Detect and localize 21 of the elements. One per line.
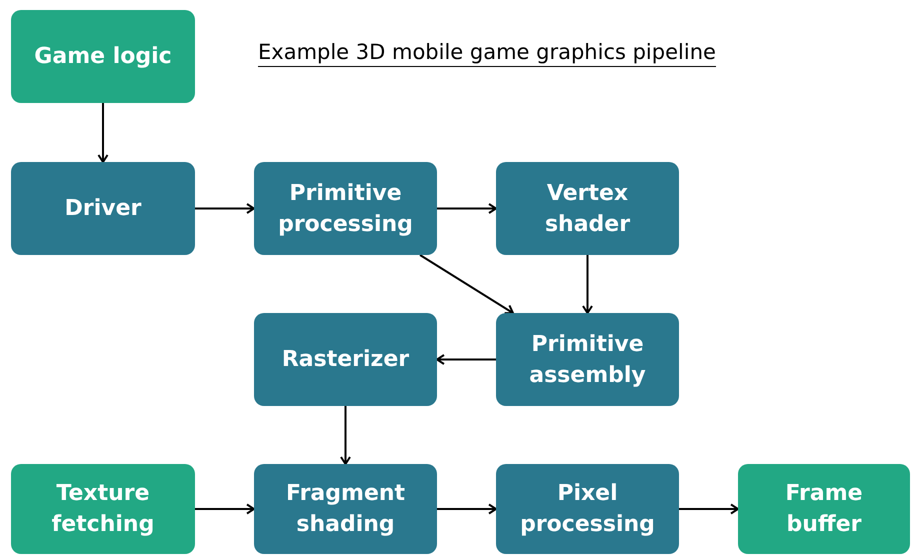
process-box: Vertex shader <box>496 162 679 255</box>
arrow <box>340 406 351 465</box>
arrow <box>679 504 739 514</box>
process-box: Game logic <box>11 10 195 103</box>
arrow <box>437 203 497 214</box>
process-box: Driver <box>11 162 195 255</box>
arrow <box>98 103 108 163</box>
process-box: Primitive processing <box>254 162 437 255</box>
arrow <box>420 254 514 314</box>
process-box: Pixel processing <box>496 464 679 554</box>
arrow <box>195 203 255 214</box>
process-box: Texture fetching <box>11 464 195 554</box>
arrow <box>436 354 496 365</box>
process-box: Frame buffer <box>738 464 910 554</box>
process-box: Primitive assembly <box>496 313 679 406</box>
arrow <box>195 504 255 514</box>
process-box: Rasterizer <box>254 313 437 406</box>
arrow <box>582 255 593 314</box>
process-box: Fragment shading <box>254 464 437 554</box>
diagram-title: Example 3D mobile game graphics pipeline <box>258 38 716 67</box>
arrow <box>437 504 497 514</box>
